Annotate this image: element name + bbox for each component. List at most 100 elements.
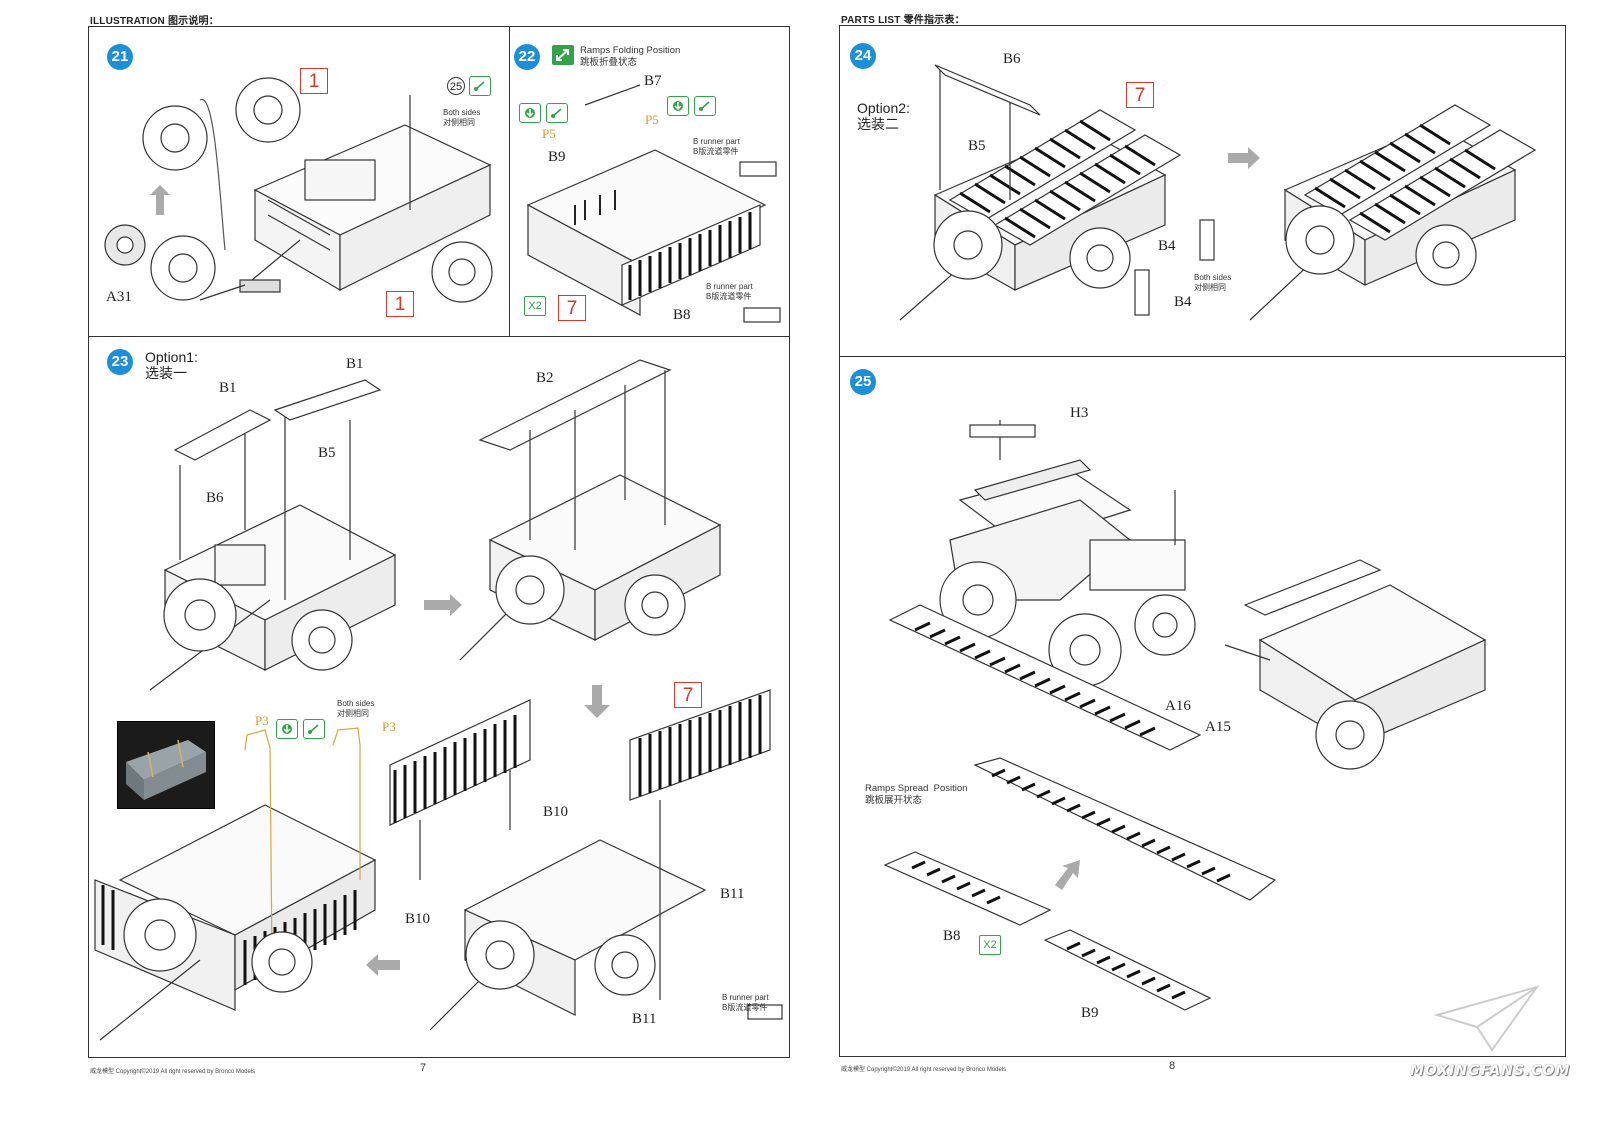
decal-ref-box-21-bottom: 1 <box>386 291 414 317</box>
left-page-number: 7 <box>420 1062 427 1074</box>
part-label-b2: B2 <box>536 370 554 386</box>
tires-23d <box>465 920 656 996</box>
assembly-line-art-right <box>883 64 1537 1011</box>
right-page-header: PARTS LIST 零件指示表： <box>841 15 965 26</box>
part-label-b6: B6 <box>206 490 224 506</box>
part-label-b1-b: B1 <box>346 356 364 372</box>
drill-icon-22-left <box>519 103 541 123</box>
tires-21 <box>104 77 493 303</box>
paper-plane-icon <box>1433 985 1540 1052</box>
step-25-badge: 25 <box>850 369 876 395</box>
glue-brush-icon <box>474 81 485 91</box>
part-label-p3-b: P3 <box>382 719 396 734</box>
watermark-text: MOXINGFANS.COM <box>1410 1063 1571 1079</box>
part-label-h3: H3 <box>1070 405 1089 421</box>
drill-hole-icon <box>282 724 292 734</box>
part-circle-25: 25 <box>447 77 465 95</box>
option1-title: Option1: 选装一 <box>145 349 198 381</box>
right-page: PARTS LIST 零件指示表： <box>800 0 1600 1129</box>
part-label-b6-24: B6 <box>1003 51 1021 67</box>
part-label-a16: A16 <box>1165 698 1191 714</box>
ramp-under-atv-25 <box>888 604 1202 751</box>
runner-note-23: B runner part B版流道零件 <box>722 993 769 1012</box>
glue-brush-icon <box>551 108 562 118</box>
ramps-spread-title: Ramps Spread Position 跳板展开状态 <box>865 783 968 806</box>
assembly-line-art-left <box>94 77 783 1041</box>
tires-23b <box>495 555 686 636</box>
tires-24b <box>1285 205 1477 286</box>
runner-note-22b: B runner part B版流道零件 <box>706 282 753 301</box>
drill-icon-23 <box>276 719 298 739</box>
part-label-p5-right: P5 <box>645 112 659 127</box>
both-sides-note-23: Both sides 对侧相同 <box>337 699 375 718</box>
trailer-drawing-23d <box>389 689 771 1031</box>
glue-brush-icon <box>308 724 319 734</box>
atv-wheels-25 <box>939 561 1196 687</box>
divider-24-25 <box>839 356 1566 358</box>
tires-23a <box>163 578 353 671</box>
decal-ref-box-24: 7 <box>1126 82 1154 108</box>
part-label-b10-a: B10 <box>543 804 569 820</box>
right-page-frame <box>839 25 1566 1057</box>
step-21-badge: 21 <box>107 44 133 70</box>
left-page-footer: 威龙模型 Copyright©2019 All right reserved b… <box>90 1069 256 1075</box>
ramps-folding-title: Ramps Folding Position 跳板折叠状态 <box>580 45 681 68</box>
drill-hole-icon <box>525 108 535 118</box>
cement-icon-23 <box>303 719 325 739</box>
drill-icon-22-right <box>667 96 689 116</box>
runner-note-22a: B runner part B版流道零件 <box>693 137 740 156</box>
part-label-b9-25: B9 <box>1081 1005 1099 1021</box>
cement-icon-22-left <box>546 103 568 123</box>
part-label-a15: A15 <box>1205 719 1231 735</box>
divider-row1 <box>88 336 790 338</box>
trailer-drawing-24b <box>1249 104 1537 321</box>
reference-photo <box>117 721 215 809</box>
decal-ref-box-23: 7 <box>674 682 702 708</box>
cement-icon-21 <box>469 76 491 96</box>
part-label-b4-a: B4 <box>1158 238 1176 254</box>
right-page-number: 8 <box>1169 1060 1176 1072</box>
tires-25 <box>1315 700 1385 770</box>
step-24-badge: 24 <box>850 43 876 69</box>
drill-hole-icon <box>673 101 683 111</box>
trailer-drawing-24a <box>899 64 1215 321</box>
part-label-b1-a: B1 <box>219 380 237 396</box>
step-23-badge: 23 <box>107 349 133 375</box>
part-label-b11-b: B11 <box>632 1011 657 1027</box>
part-label-p5-left: P5 <box>542 126 556 141</box>
part-label-a31: A31 <box>106 289 132 305</box>
part-label-b9: B9 <box>548 149 566 165</box>
quantity-box-x2-22: X2 <box>524 296 546 316</box>
photo-content <box>126 739 206 800</box>
quantity-box-x2-25: X2 <box>979 935 1001 955</box>
part-label-b7: B7 <box>644 73 662 89</box>
ramps-spread-25 <box>883 757 1277 1011</box>
part-25-number: 25 <box>449 81 463 93</box>
cement-icon-22-right <box>694 96 716 116</box>
left-page-frame <box>88 26 790 1058</box>
left-page-header: ILLUSTRATION 图示说明： <box>90 16 219 27</box>
fold-arrows-icon <box>556 49 569 61</box>
right-page-footer: 威龙模型 Copyright©2019 All right reserved b… <box>841 1067 1007 1073</box>
part-label-p3-a: P3 <box>255 713 269 728</box>
trailer-drawing-22 <box>526 84 781 323</box>
part-label-b4-b: B4 <box>1174 294 1192 310</box>
step-22-badge: 22 <box>514 44 540 70</box>
option2-title: Option2: 选装二 <box>857 100 910 132</box>
tires-24a <box>933 210 1131 289</box>
part-label-b5: B5 <box>318 445 336 461</box>
part-label-b5-24: B5 <box>968 138 986 154</box>
part-label-b8-25: B8 <box>943 928 961 944</box>
glue-brush-icon <box>699 101 710 111</box>
both-sides-note-24: Both sides 对侧相同 <box>1194 273 1232 292</box>
left-page: ILLUSTRATION 图示说明： <box>88 16 790 1075</box>
divider-21-22 <box>509 26 511 336</box>
part-label-b8: B8 <box>673 307 691 323</box>
part-label-b11-a: B11 <box>720 886 745 902</box>
part-label-b10-b: B10 <box>405 911 431 927</box>
both-sides-note-21: Both sides 对侧相同 <box>443 108 481 127</box>
tires-23c <box>123 898 313 993</box>
decal-ref-box-22: 7 <box>558 295 586 321</box>
decal-ref-box-21-top: 1 <box>300 68 328 94</box>
ramps-folding-icon <box>552 45 574 65</box>
